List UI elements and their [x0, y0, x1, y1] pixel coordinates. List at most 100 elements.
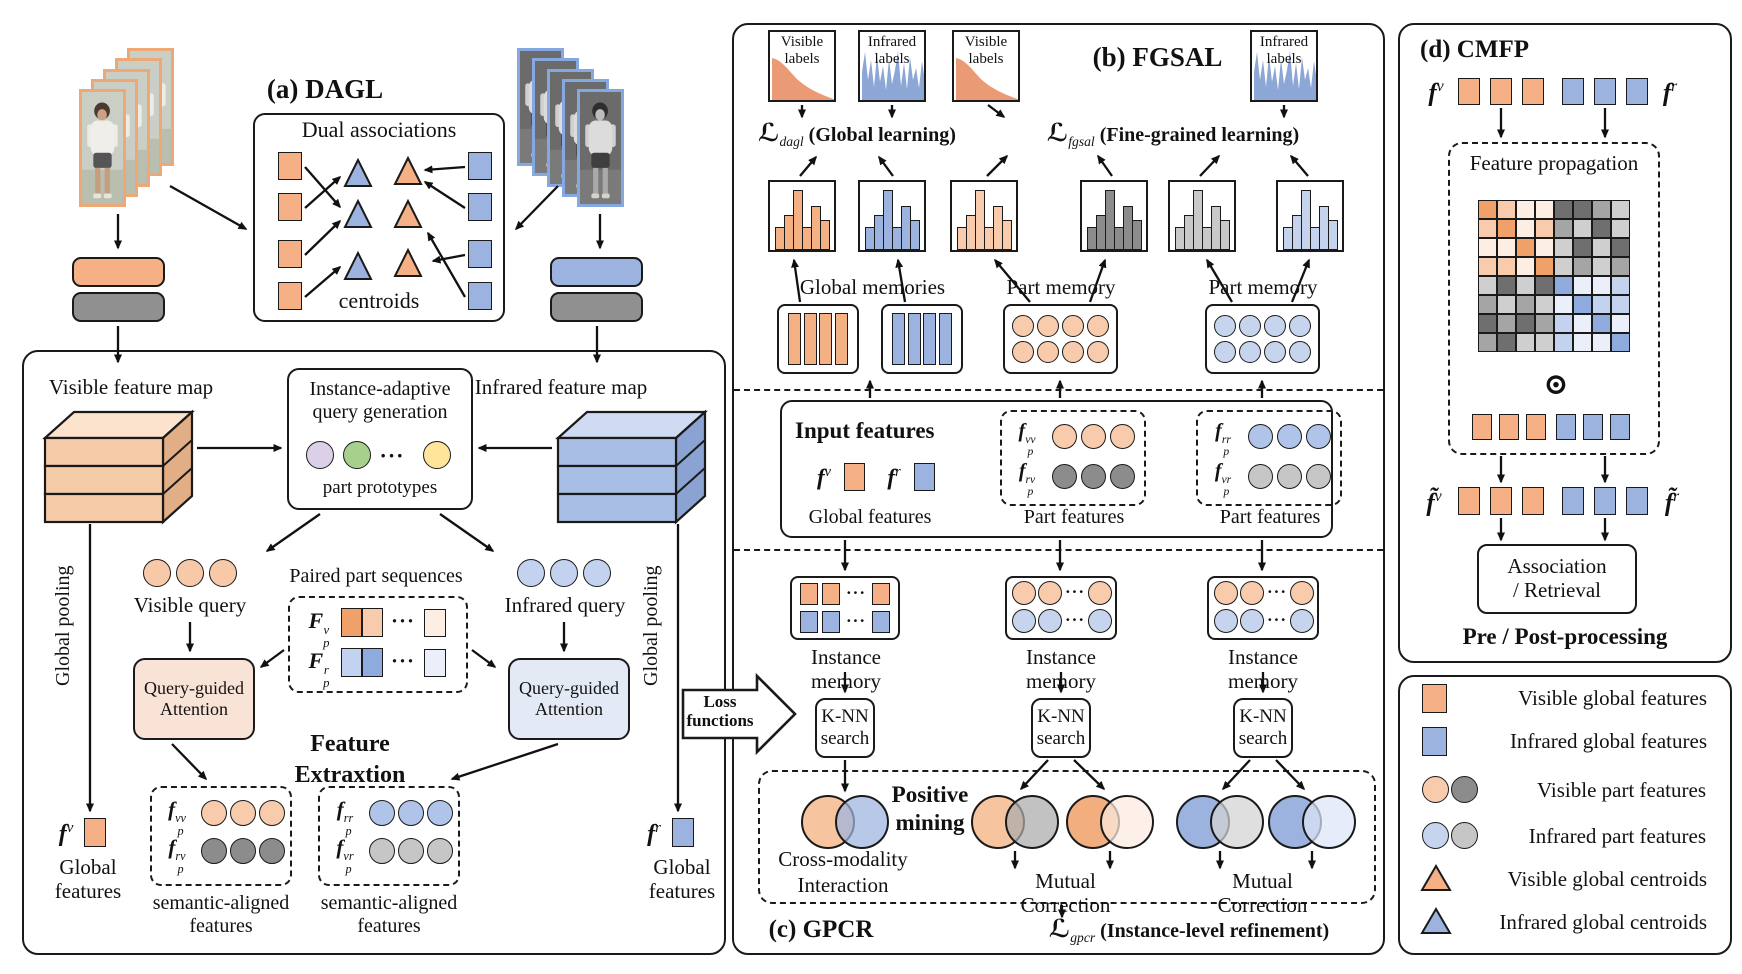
ellipsis: ··· — [845, 583, 866, 602]
visible-part-feature-circle — [259, 800, 285, 826]
legend-label: Infrared global centroids — [1499, 910, 1707, 934]
loss-fgsal-label: ℒfgsal (Fine-grained learning) — [1046, 120, 1300, 149]
legend-panel — [1398, 675, 1732, 955]
matrix-cell — [1535, 257, 1554, 276]
infrared-global-feature-square — [914, 463, 935, 491]
infrared-part-feature-gray-circle — [369, 838, 395, 864]
part-memory-label-2: Part memory — [1208, 275, 1318, 299]
infrared-global-feature-square — [1562, 487, 1584, 515]
infrared-global-feature-square — [1562, 78, 1584, 105]
matrix-cell — [1478, 276, 1497, 295]
instance-infrared-square — [800, 611, 818, 633]
part-prototype-circle-2 — [343, 441, 371, 469]
instance-part-circle — [1088, 581, 1112, 605]
matrix-cell — [1592, 257, 1611, 276]
infrared-part-feature-gray-circle — [1277, 464, 1302, 489]
instance-visible-square — [872, 583, 890, 605]
matrix-cell — [1554, 333, 1573, 352]
histogram-bar — [1328, 220, 1339, 250]
legend-infrared-part-gray-circle-icon — [1451, 822, 1478, 849]
infrared-part-feature-circle — [398, 800, 424, 826]
histogram-bar — [1193, 190, 1204, 250]
global-memory-infrared — [881, 304, 963, 374]
separator-dashed-1 — [734, 389, 1383, 391]
instance-part-circle — [1012, 581, 1036, 605]
matrix-cell — [1497, 200, 1516, 219]
infrared-global-feature-square — [1594, 487, 1616, 515]
cross-modality-line2: Interaction — [797, 873, 889, 897]
matrix-cell — [1535, 200, 1554, 219]
matrix-cell — [1497, 333, 1516, 352]
legend-infrared-centroid-triangle-icon — [1420, 907, 1452, 934]
fv-label: fv — [58, 820, 74, 847]
semantic-aligned-box-infrared — [318, 786, 460, 886]
histogram-bar — [975, 190, 986, 250]
matrix-cell — [1573, 238, 1592, 257]
matrix-cell — [1535, 238, 1554, 257]
visible-part-feature-gray-circle — [201, 838, 227, 864]
matrix-cell — [1478, 238, 1497, 257]
visible-global-feature-square — [1458, 78, 1480, 105]
matrix-cell — [1478, 295, 1497, 314]
infrared-part-feature-circle — [369, 800, 395, 826]
matrix-cell — [1592, 219, 1611, 238]
instance-infrared-square — [822, 611, 840, 633]
histogram-bar — [1132, 220, 1143, 250]
infrared-global-feature-square — [468, 282, 492, 310]
visible-global-feature-square — [1472, 414, 1492, 440]
positive-mining-line1: Positive — [891, 782, 969, 807]
infrared-global-feature-square — [1626, 78, 1648, 105]
feature-extraction-line2: Extraxtion — [294, 762, 406, 788]
infrared-query-circle — [517, 559, 545, 587]
legend-visible-centroid-triangle-icon — [1420, 864, 1452, 891]
infrared-part-feature-circle — [1277, 424, 1302, 449]
visible-backbone-bar — [72, 257, 165, 287]
matrix-cell — [1535, 295, 1554, 314]
visible-part-feature-circle — [201, 800, 227, 826]
legend-visible-part-gray-circle-icon — [1451, 776, 1478, 803]
d-fv-label: fv — [1428, 78, 1444, 107]
matrix-cell — [1611, 238, 1630, 257]
instance-part-circle — [1240, 609, 1264, 633]
part-memory-visible — [1003, 304, 1118, 374]
histogram-bar — [1002, 220, 1013, 250]
odot-operator: ⊙ — [1543, 368, 1569, 401]
visible-global-feature-square — [1458, 487, 1480, 515]
matrix-cell — [1554, 276, 1573, 295]
legend-infrared-global-square-icon — [1422, 727, 1447, 756]
matrix-cell — [1516, 333, 1535, 352]
instance-visible-square — [800, 583, 818, 605]
histogram-bar — [910, 220, 921, 250]
matrix-cell — [1478, 200, 1497, 219]
affinity-matrix — [1478, 200, 1630, 352]
positive-mining-box — [758, 770, 1376, 904]
ellipsis: ··· — [1266, 582, 1287, 601]
infrared-part-seq-square — [341, 648, 362, 677]
panel-b-title: (b) FGSAL — [1092, 42, 1223, 72]
global-pooling-right-label: Global pooling — [640, 565, 662, 687]
visible-part-feature-gray-circle — [1110, 464, 1135, 489]
histogram-bar — [1220, 220, 1231, 250]
infrared-query-circle — [550, 559, 578, 587]
dual-associations-title: Dual associations — [301, 117, 457, 142]
instance-part-circle — [1038, 581, 1062, 605]
panel-a-title: (a) DAGL — [266, 74, 384, 104]
instance-part-circle — [1012, 609, 1036, 633]
visible-global-feature-square — [1499, 414, 1519, 440]
matrix-cell — [1554, 295, 1573, 314]
shared-backbone-bar — [550, 292, 643, 322]
qga-line2: Attention — [160, 699, 228, 719]
paired-part-sequences-label: Paired part sequences — [289, 565, 463, 587]
query-gen-line1: Instance-adaptive — [309, 378, 451, 400]
infrared-part-feature-gray-circle — [1248, 464, 1273, 489]
infrared-backbone-bar — [550, 257, 643, 287]
